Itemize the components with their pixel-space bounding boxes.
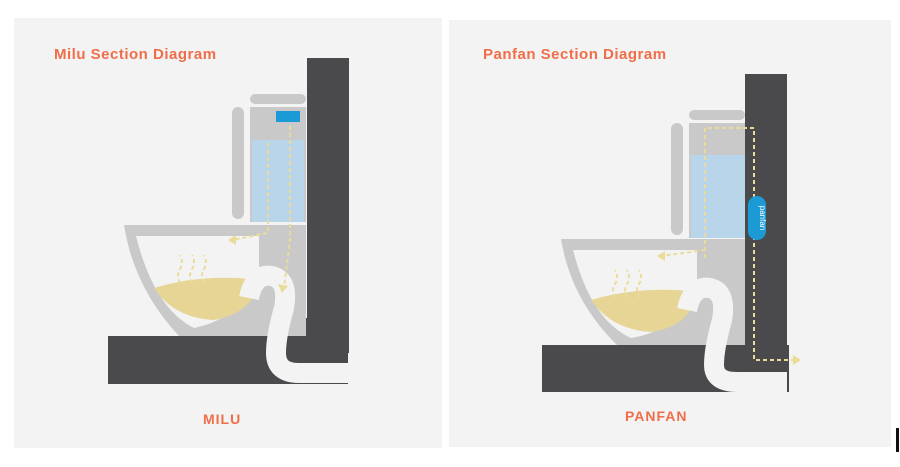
text-cursor	[896, 428, 899, 452]
trap-pipe	[239, 265, 349, 383]
milu-diagram-title: Milu Section Diagram	[54, 46, 217, 63]
airflow-arrow-icon	[657, 251, 801, 365]
cistern-tank	[671, 110, 745, 238]
inline-fan-component: panfan	[748, 196, 767, 240]
airflow-arrow-icon	[228, 235, 288, 293]
trap-pipe	[677, 277, 787, 392]
milu-diagram-panel: Milu Section Diagram	[14, 18, 442, 448]
airflow-path	[177, 126, 291, 289]
toilet-bowl	[561, 239, 745, 345]
panfan-section-illustration: panfan	[542, 74, 801, 392]
panfan-diagram-title: Panfan Section Diagram	[483, 46, 667, 63]
toilet-bowl	[124, 225, 306, 336]
flush-valve-indicator-icon	[276, 111, 300, 122]
airflow-path	[612, 127, 794, 361]
fan-label: panfan	[758, 206, 767, 230]
cistern-tank	[232, 94, 306, 222]
panfan-caption: PANFAN	[625, 408, 688, 424]
panfan-diagram-panel: Panfan Section Diagram	[449, 20, 891, 447]
milu-section-illustration	[108, 58, 349, 384]
milu-caption: MILU	[203, 411, 242, 427]
